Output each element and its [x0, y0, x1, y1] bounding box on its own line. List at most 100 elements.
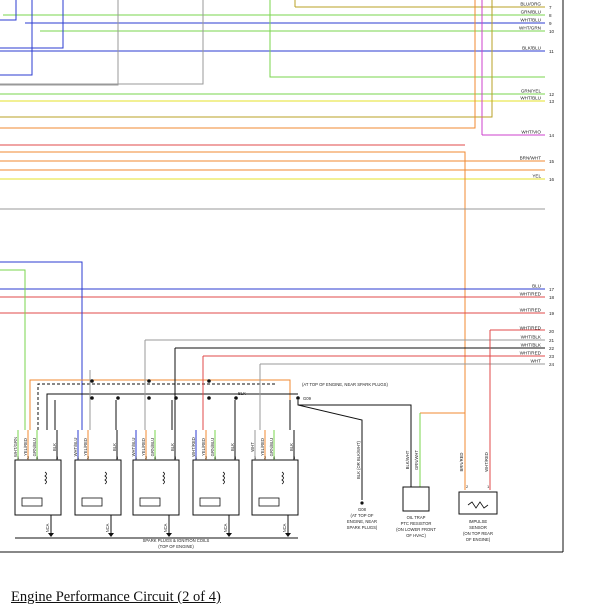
- coil-1-pin-3: 4: [36, 455, 39, 460]
- coil-2-pin-1: 1: [77, 455, 80, 460]
- wire-label-11: BLK/BLU: [522, 46, 541, 51]
- coil-4-ground-arrow: [226, 533, 232, 537]
- wire-number-19: 19: [549, 311, 555, 316]
- wire-label-17: BLU: [532, 284, 541, 289]
- impulse-wire-label-2: WHT/RED: [484, 452, 489, 472]
- wire-label-13: WHT/BLU: [520, 96, 541, 101]
- splice-dot-2: [147, 379, 151, 383]
- coil-3-spark-plug: [139, 497, 161, 507]
- oil-trap-wire-label-1: BLK/WHT: [405, 450, 410, 469]
- route-gray-84: [0, 0, 204, 85]
- wire-label-15: BRN/WHT: [520, 156, 542, 161]
- splice-dot-9: [234, 396, 238, 400]
- wire-number-15: 15: [549, 159, 555, 164]
- impulse-coil-symbol: [467, 501, 489, 509]
- coil-2-pin-2: 2: [87, 455, 90, 460]
- page-caption: Engine Performance Circuit (2 of 4): [11, 589, 221, 605]
- splice-dot-7: [116, 396, 120, 400]
- coil-4-wire-label-4: BLK: [230, 443, 235, 451]
- coil-4-pin-4: 3: [234, 455, 237, 460]
- coil-3-wire-label-3: GRN/BLU: [150, 438, 155, 457]
- coil-2-spark-plug: [81, 497, 103, 507]
- oil-trap-ground-wire: [298, 404, 412, 487]
- coil-4-pin-2: 2: [205, 455, 208, 460]
- wire-number-24: 24: [549, 362, 555, 367]
- route-blue-262: [0, 261, 83, 430]
- ground-g08-label-2: (AT TOP OF: [351, 513, 374, 518]
- coil-1-ground-arrow: [48, 533, 54, 537]
- oil-trap-label-4: OF HVAC): [406, 533, 426, 538]
- coil-3-wire-label-4: BLK: [170, 443, 175, 451]
- wire-number-8: 8: [549, 13, 552, 18]
- coil-2-body: [74, 459, 122, 516]
- coil-1-spark-plug: [21, 497, 43, 507]
- route-gray-85: [0, 0, 119, 86]
- route-darkyellow-117: [0, 0, 493, 118]
- coil-5-pin-4: 3: [293, 455, 296, 460]
- splice-dot-8: [174, 396, 178, 400]
- coil-3-pin-2: 2: [145, 455, 148, 460]
- wire-number-13: 13: [549, 99, 555, 104]
- route-blue-20: [0, 0, 17, 21]
- coil-5-spark-plug: [258, 497, 280, 507]
- wire-number-16: 16: [549, 177, 555, 182]
- coil-1-wire-label-2: YEL/RED: [23, 438, 28, 456]
- coil-4-wire-label-1: WHT/RED: [191, 437, 196, 457]
- ground-g08-wire-label: BLK (OR BLK/WHT): [356, 440, 361, 479]
- coil-3-wire-label-2: YEL/RED: [141, 438, 146, 456]
- oil-trap-wire-label-2: GRN/WHT: [414, 450, 419, 470]
- coil-2-ground-arrow: [108, 533, 114, 537]
- wire-number-9: 9: [549, 21, 552, 26]
- splice-dot-5: [147, 396, 151, 400]
- coil-4-nca-label: NCA: [223, 523, 228, 532]
- coil-5-nca-label: NCA: [282, 523, 287, 532]
- coil-2-wire-label-4: BLK: [112, 443, 117, 451]
- route-blue-48: [0, 0, 64, 49]
- coil-4-winding: [222, 471, 225, 485]
- coil-5-wire-label-4: BLK: [289, 443, 294, 451]
- coil-3-pin-4: 3: [174, 455, 177, 460]
- wire-label-10: WHT/GRN: [519, 26, 541, 31]
- coil-4-pin-1: 1: [195, 455, 198, 460]
- impulse-label-2: SENSOR: [469, 525, 487, 530]
- coil-1-winding: [44, 471, 47, 485]
- coil-1-pin-2: 2: [27, 455, 30, 460]
- coil-3-nca-label: NCA: [163, 523, 168, 532]
- coil-5-pin-3: 4: [273, 455, 276, 460]
- bus-black: [46, 393, 298, 430]
- splice-dot-1: [90, 379, 94, 383]
- oil-trap-body: [402, 486, 430, 512]
- wire-number-10: 10: [549, 29, 555, 34]
- coil-2-winding: [104, 471, 107, 485]
- wire-label-19: WHT/RED: [520, 308, 542, 313]
- splice-dot-4: [90, 396, 94, 400]
- wire-label-21: WHT/BLK: [521, 335, 542, 340]
- coil-5-pin-1: 1: [254, 455, 257, 460]
- splice-dot-3: [207, 379, 211, 383]
- wire-label-8: GRN/BLU: [521, 10, 541, 15]
- wire-number-21: 21: [549, 338, 555, 343]
- ground-g08-wire: [297, 400, 363, 500]
- wire-number-22: 22: [549, 346, 555, 351]
- coil-3-body: [132, 459, 180, 516]
- coil-1-wire-label-3: GRN/BLU: [32, 438, 37, 457]
- coil-5-wire-label-3: GRN/BLU: [269, 438, 274, 457]
- impulse-body: [458, 491, 498, 515]
- impulse-label-4: OF ENGINE): [466, 537, 491, 542]
- coil-4-wire-label-2: YEL/RED: [201, 438, 206, 456]
- wire-label-12: GRN/YEL: [521, 89, 542, 94]
- ground-g08-dot: [360, 501, 364, 505]
- coil-4-spark-plug: [199, 497, 221, 507]
- wire-label-14: WHT/VIO: [521, 130, 541, 135]
- wire-label-24: WHT: [531, 359, 542, 364]
- coil-4-wire-label-3: GRN/BLU: [210, 438, 215, 457]
- impulse-wire-label-1: BRN/RED: [459, 453, 464, 472]
- wire-label-16: YEL: [532, 174, 541, 179]
- splice-dot-6: [207, 396, 211, 400]
- coil-1-pin-4: 3: [56, 455, 59, 460]
- wire-label-18: WHT/RED: [520, 292, 542, 297]
- ground-g09-id: G09: [303, 396, 312, 401]
- wire-label-20: WHT/RED: [520, 326, 542, 331]
- oil-trap-label-3: (ON LOWER FRONT: [396, 527, 436, 532]
- route-orange-152: [0, 151, 466, 413]
